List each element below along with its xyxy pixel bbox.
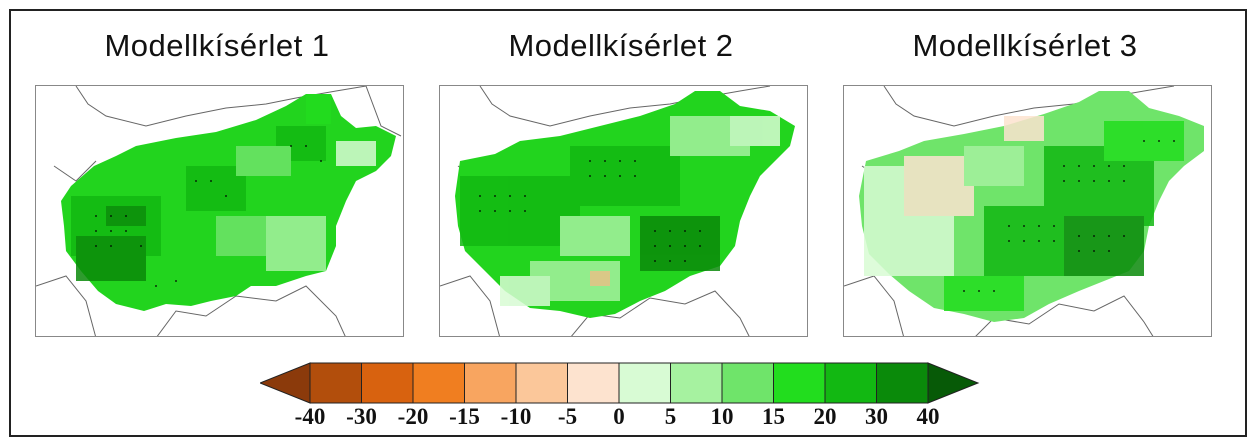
colorbar-segment: [824, 362, 877, 404]
map-panel-1: [35, 85, 404, 337]
colorbar-segment: [670, 362, 723, 404]
colorbar: [260, 362, 980, 404]
significance-dots-3: [963, 140, 1175, 292]
panel-2-title: Modellkísérlet 2: [508, 28, 734, 63]
hungary-map-2: [440, 86, 795, 336]
colorbar-segment: [721, 362, 774, 404]
significance-dots-1: [95, 145, 322, 287]
colorbar-tick-label: 40: [916, 404, 940, 429]
colorbar-segment: [618, 362, 671, 404]
shading-3: [864, 116, 1184, 311]
hungary-map-1: [36, 86, 402, 336]
map-panel-2: [439, 85, 808, 337]
significance-dots-2: [479, 160, 701, 262]
colorbar-segment: [412, 362, 465, 404]
shading-2: [460, 116, 780, 306]
colorbar-tick-label: -40: [294, 404, 326, 429]
colorbar-tick-label: 5: [664, 404, 677, 429]
colorbar-tick-label: -10: [500, 404, 532, 429]
colorbar-tick-label: -15: [449, 404, 480, 429]
colorbar-tick-label: -5: [557, 404, 578, 429]
colorbar-tick-label: 30: [865, 404, 888, 429]
colorbar-segment: [515, 362, 568, 404]
colorbar-segment-max: [927, 362, 980, 404]
colorbar-segment-min: [260, 362, 311, 404]
colorbar-segment: [567, 362, 620, 404]
colorbar-tick-label: -20: [397, 404, 429, 429]
colorbar-segment: [361, 362, 414, 404]
colorbar-segment: [464, 362, 517, 404]
colorbar-tick-label: 0: [613, 404, 625, 429]
colorbar-tick-label: -30: [346, 404, 377, 429]
colorbar-segments: [260, 362, 980, 404]
colorbar-segment: [876, 362, 929, 404]
colorbar-segment: [773, 362, 826, 404]
shading-1: [71, 94, 376, 281]
colorbar-tick-label: 20: [813, 404, 837, 429]
colorbar-tick-label: 15: [762, 404, 785, 429]
hungary-map-3: [844, 86, 1204, 336]
panel-3-title: Modellkísérlet 3: [912, 28, 1138, 63]
map-panel-3: [843, 85, 1212, 337]
panel-1-title: Modellkísérlet 1: [104, 28, 330, 63]
colorbar-segment: [309, 362, 362, 404]
colorbar-tick-label: 10: [710, 404, 734, 429]
